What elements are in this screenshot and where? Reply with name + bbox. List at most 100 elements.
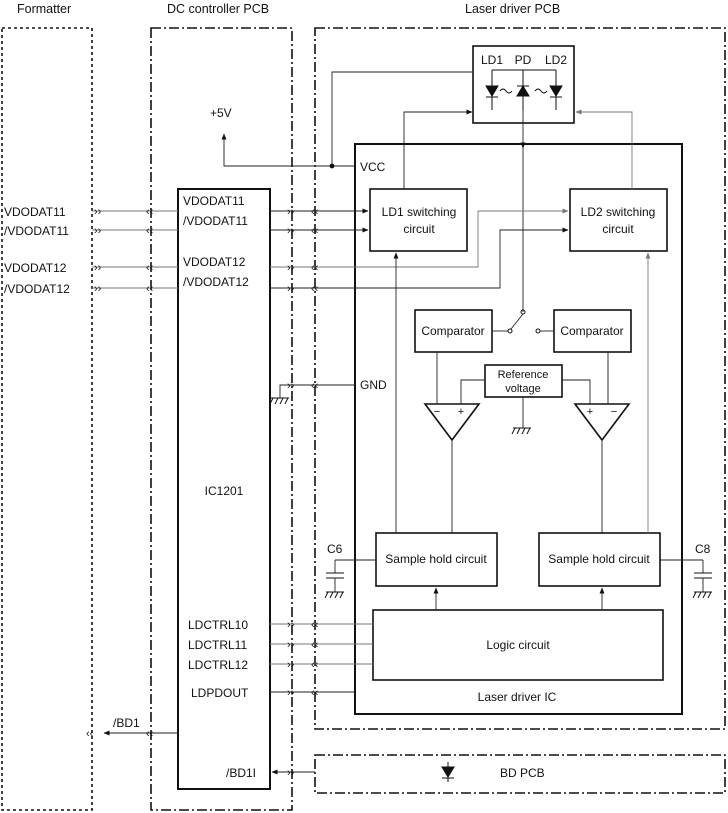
svg-text:‹‹: ‹‹ (146, 283, 154, 295)
fmt-vdodat11-n: /VDODAT11 (4, 224, 69, 238)
capacitor-c6 (324, 559, 376, 599)
logic-circuit-label: Logic circuit (486, 638, 550, 652)
formatter-frame (1, 27, 93, 811)
ld2-label: LD2 (545, 53, 567, 67)
vcc-wire (223, 139, 332, 167)
pin-ldctrl10: LDCTRL10 (188, 618, 248, 632)
comparator-right-label: Comparator (560, 324, 623, 338)
bd-pcb-label: BD PCB (500, 766, 545, 780)
pin-vdodat11: VDODAT11 (183, 194, 245, 208)
reference-label-1: Reference (498, 369, 549, 381)
bd-pcb-frame (314, 754, 726, 794)
svg-text:››: ›› (287, 639, 295, 651)
svg-text:‹‹: ‹‹ (311, 687, 319, 699)
gnd-label: GND (360, 378, 387, 392)
sample-hold-left-label: Sample hold circuit (385, 552, 487, 566)
svg-text:››: ›› (287, 659, 295, 671)
svg-text:››: ›› (94, 225, 102, 237)
gnd-symbol-left (269, 397, 289, 405)
ld2-switching-label-1: LD2 switching (581, 205, 656, 219)
svg-text:‹‹: ‹‹ (311, 225, 319, 237)
header-laser-driver: Laser driver PCB (465, 2, 560, 16)
comparator-left-box (414, 309, 493, 353)
svg-text:‹‹: ‹‹ (86, 728, 94, 740)
ld1-switching-label-2: circuit (403, 222, 435, 236)
pin-vdodat12: VDODAT12 (183, 255, 246, 269)
comparator-right-box (553, 309, 632, 353)
pin-ldpdout: LDPDOUT (191, 686, 249, 700)
dc-controller-frame (150, 27, 293, 811)
svg-text:››: ›› (94, 283, 102, 295)
ic1201-box (177, 188, 271, 790)
fmt-vdodat12-n: /VDODAT12 (4, 282, 70, 296)
ld2-switching-label-2: circuit (602, 222, 634, 236)
svg-text:‹‹: ‹‹ (146, 728, 154, 740)
svg-text:‹‹: ‹‹ (311, 206, 319, 218)
ld1-label: LD1 (481, 53, 503, 67)
svg-text:−: − (611, 406, 617, 418)
ld1-switching-label-1: LD1 switching (382, 205, 457, 219)
pd-switch (492, 309, 554, 334)
laser-diode-symbols (485, 69, 563, 110)
svg-text:››: ›› (287, 283, 295, 295)
svg-text:‹‹: ‹‹ (146, 225, 154, 237)
ic1201-label: IC1201 (205, 484, 244, 498)
svg-text:››: ›› (287, 262, 295, 274)
svg-text:‹‹: ‹‹ (311, 262, 319, 274)
vcc-node (329, 163, 335, 169)
vcc-label: VCC (360, 160, 386, 174)
svg-text:‹‹: ‹‹ (311, 619, 319, 631)
header-dc-controller: DC controller PCB (167, 2, 269, 16)
pin-ldctrl11: LDCTRL11 (188, 638, 247, 652)
sample-hold-left-box (375, 532, 498, 587)
ic-to-laser-data-wires: ›› ›› ›› ›› ‹‹ ‹‹ ‹‹ ‹‹ (270, 206, 569, 295)
pin-vdodat11-n: /VDODAT11 (183, 214, 248, 228)
bd-photodiode (441, 762, 455, 782)
ldctrl-wires: ›› ›› ›› ›› ‹‹ ‹‹ ‹‹ ‹‹ (270, 619, 373, 699)
c8-label: C8 (695, 542, 711, 556)
c6-label: C6 (327, 542, 343, 556)
sample-hold-right-label: Sample hold circuit (548, 552, 650, 566)
bd1-label: /BD1 (113, 716, 140, 730)
opamp-right: + − (573, 403, 631, 442)
comparator-left-label: Comparator (421, 324, 484, 338)
laser-driver-ic-label: Laser driver IC (478, 690, 557, 704)
svg-text:››: ›› (287, 767, 295, 779)
ld1-switching-box (369, 188, 468, 252)
svg-text:››: ›› (287, 206, 295, 218)
svg-text:‹‹: ‹‹ (146, 262, 154, 274)
pin-vdodat12-n: /VDODAT12 (183, 275, 249, 289)
svg-text:‹‹: ‹‹ (311, 639, 319, 651)
pin-bd1i: /BD1I (226, 766, 256, 780)
svg-text:››: ›› (287, 380, 295, 392)
svg-text:‹‹: ‹‹ (311, 283, 319, 295)
reference-voltage-box (484, 364, 563, 398)
capacitor-c8 (660, 559, 712, 599)
fmt-vdodat12: VDODAT12 (4, 261, 67, 275)
vcc-to-ld-wire (331, 71, 473, 166)
svg-text:››: ›› (287, 687, 295, 699)
svg-text:‹‹: ‹‹ (311, 659, 319, 671)
logic-circuit-box (372, 609, 664, 681)
svg-text:−: − (434, 406, 440, 418)
svg-text:››: ›› (94, 262, 102, 274)
svg-text:‹‹: ‹‹ (146, 206, 154, 218)
ld2-switching-box (569, 188, 668, 252)
svg-text:››: ›› (287, 225, 295, 237)
laser-driver-frame (314, 27, 726, 730)
svg-text:+: + (458, 406, 464, 418)
pin-ldctrl12: LDCTRL12 (188, 658, 248, 672)
sample-hold-right-box (538, 532, 661, 587)
formatter-to-ic-wires: ›› ›› ›› ›› ‹‹ ‹‹ ‹‹ ‹‹ (92, 206, 178, 295)
header-formatter: Formatter (17, 2, 71, 16)
gnd-symbol-ref (511, 427, 531, 435)
pd-label: PD (515, 53, 532, 67)
reference-label-2: voltage (505, 383, 540, 395)
fmt-vdodat11: VDODAT11 (4, 205, 66, 219)
svg-text:››: ›› (94, 206, 102, 218)
svg-text:+: + (587, 406, 593, 418)
svg-text:‹‹: ‹‹ (311, 380, 319, 392)
opamp-left: − + (423, 403, 481, 442)
svg-text:››: ›› (287, 619, 295, 631)
